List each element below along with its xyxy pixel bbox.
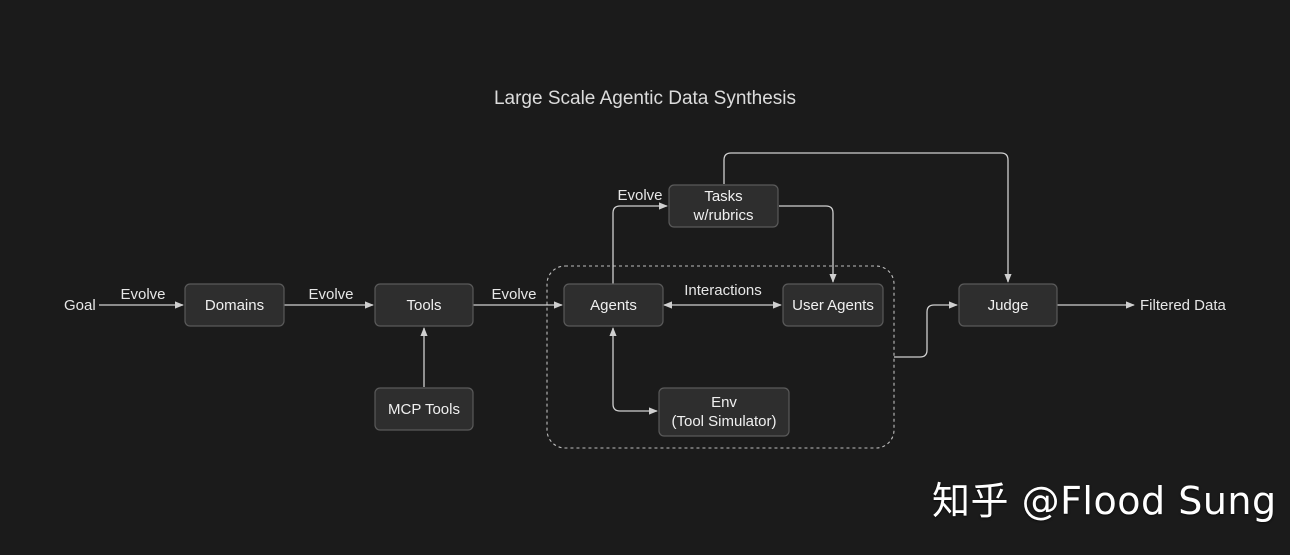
agent-loop-group [546,265,895,449]
diagram-title: Large Scale Agentic Data Synthesis [494,88,796,109]
label-evolve-3: Evolve [491,286,536,303]
label-filtered-data: Filtered Data [1140,297,1227,314]
node-judge: Judge [958,283,1058,327]
node-tasks: Tasks w/rubrics [668,184,779,228]
node-tools-label: Tools [406,297,441,314]
node-domains-label: Domains [205,297,264,314]
node-tools: Tools [374,283,474,327]
node-domains: Domains [184,283,285,327]
label-evolve-2: Evolve [308,286,353,303]
label-evolve-1: Evolve [120,286,165,303]
label-goal: Goal [64,297,96,314]
node-agents: Agents [563,283,664,327]
edge-agents-env [609,327,658,415]
edge-tasks-judge [723,152,1012,283]
edge-tasks-user-agents [779,205,837,283]
edge-group-judge [894,301,958,358]
node-tasks-label-line2: w/rubrics [692,207,753,224]
node-judge-label: Judge [988,297,1029,314]
node-user-agents: User Agents [782,283,884,327]
label-interactions: Interactions [684,282,762,299]
node-env-label-line1: Env [711,394,737,411]
watermark: 知乎 @Flood Sung [932,479,1277,523]
node-user-agents-label: User Agents [792,297,874,314]
node-agents-label: Agents [590,297,637,314]
node-env-label-line2: (Tool Simulator) [671,413,776,430]
label-evolve-tasks: Evolve [617,187,662,204]
node-mcp-tools: MCP Tools [374,387,474,431]
node-tasks-label-line1: Tasks [704,188,742,205]
node-mcp-tools-label: MCP Tools [388,401,460,418]
node-env: Env (Tool Simulator) [658,387,790,437]
edge-agents-tasks [612,202,668,284]
